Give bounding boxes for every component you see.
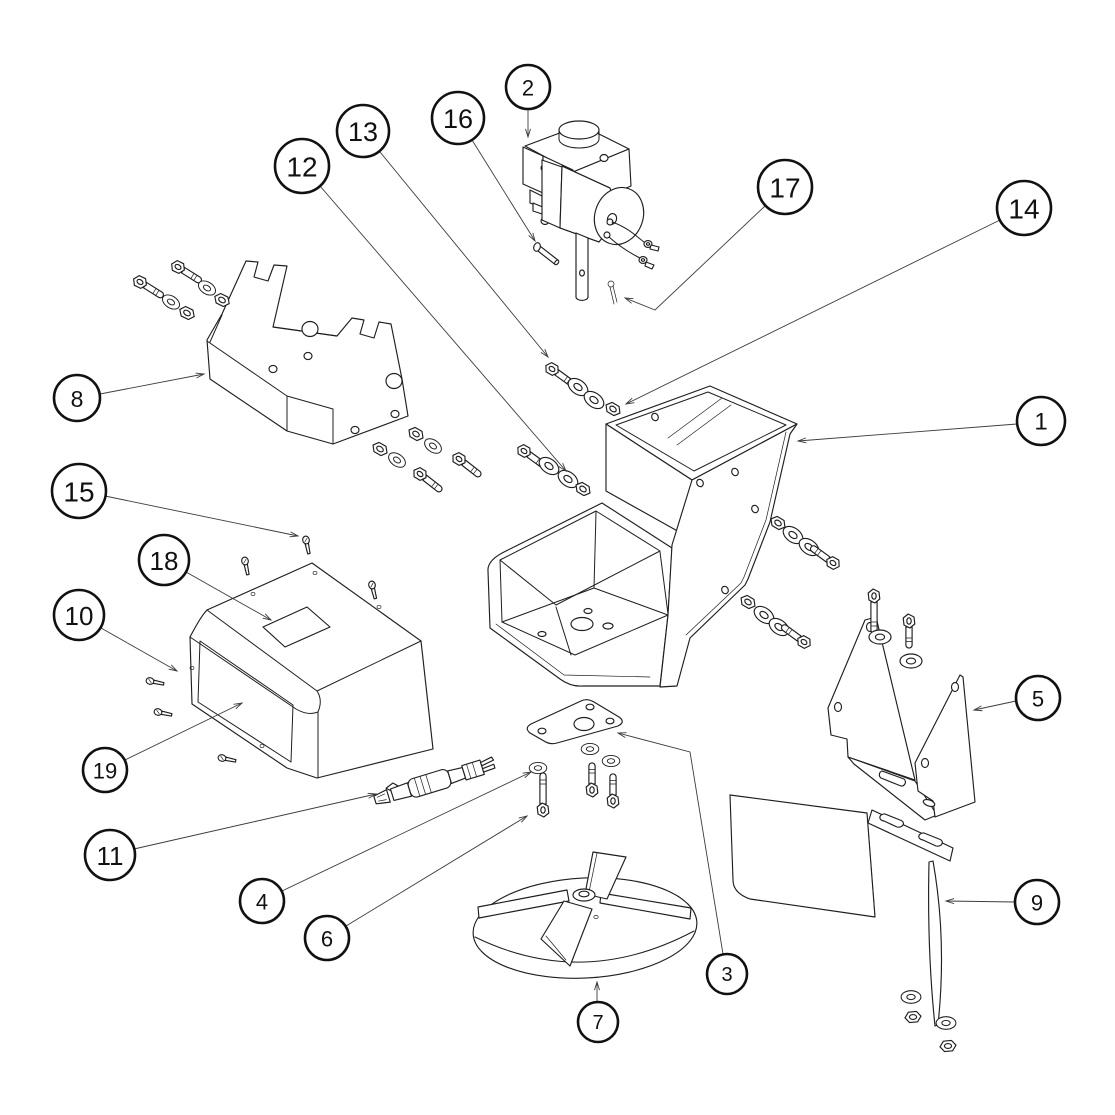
balloon-number-8: 8	[71, 386, 84, 412]
balloon-number-10: 10	[65, 601, 94, 631]
callout-15: 15	[50, 462, 298, 536]
leader-line-16	[471, 139, 535, 241]
hex-bolt-6	[536, 772, 550, 818]
leader-line-18	[185, 571, 271, 620]
balloon-number-11: 11	[97, 841, 124, 871]
callout-16: 16	[430, 90, 535, 241]
leader-line-1	[798, 423, 1018, 441]
callout-19: 19	[81, 703, 242, 794]
bracket-hardware-upper-left	[130, 257, 233, 323]
balloon-circle-13	[335, 103, 391, 159]
leader-line-5	[974, 700, 1017, 710]
balloon-circle-3	[705, 952, 749, 996]
balloon-number-3: 3	[721, 964, 732, 986]
leader-line-8	[99, 374, 204, 395]
balloon-circle-11	[83, 828, 137, 882]
plate-hardware	[528, 742, 621, 818]
leader-line-9	[946, 901, 1016, 902]
deflector-hardware	[900, 990, 957, 1053]
balloon-circle-12	[273, 137, 331, 195]
leader-line-10	[100, 627, 177, 671]
motor-assembly	[522, 120, 660, 301]
balloon-number-7: 7	[592, 1012, 603, 1034]
leader-line-6	[345, 816, 527, 927]
balloon-circle-14	[995, 179, 1053, 237]
callout-4: 4	[238, 772, 531, 925]
leader-line-12	[319, 185, 566, 471]
flat-washer-4	[528, 761, 548, 775]
balloon-number-2: 2	[522, 76, 534, 101]
leader-line-13	[379, 151, 548, 357]
balloon-circle-8	[52, 373, 102, 423]
balloon-number-6: 6	[321, 927, 333, 952]
leader-line-4	[281, 772, 531, 892]
chute-weldment	[487, 385, 798, 688]
callout-17: 17	[625, 158, 814, 311]
wire-harness	[373, 756, 496, 805]
balloon-circle-16	[430, 90, 486, 146]
callout-11: 11	[83, 794, 376, 882]
deflector-shield	[729, 794, 954, 1027]
bracket-hardware-lower-right	[369, 424, 485, 496]
balloon-circle-17	[756, 158, 814, 216]
balloon-number-4: 4	[256, 890, 268, 915]
balloon-circle-15	[50, 462, 108, 520]
leader-line-14	[626, 219, 1001, 404]
balloon-number-16: 16	[443, 104, 473, 134]
balloon-circle-7	[576, 1000, 620, 1044]
leader-line-11	[133, 794, 376, 850]
callout-1: 1	[798, 395, 1067, 447]
support-bracket	[827, 616, 976, 821]
cover-assembly	[189, 562, 434, 779]
callout-8: 8	[52, 373, 204, 423]
spinner-disc	[472, 851, 698, 979]
balloon-number-13: 13	[348, 117, 378, 147]
balloon-circle-1	[1015, 395, 1067, 447]
balloon-circle-4	[238, 877, 286, 925]
balloon-number-12: 12	[286, 152, 317, 183]
callout-12: 12	[273, 137, 566, 471]
callout-2: 2	[504, 63, 552, 137]
callout-3: 3	[618, 733, 749, 996]
balloon-circle-18	[137, 533, 191, 587]
leader-line-15	[104, 495, 298, 536]
callout-7: 7	[576, 982, 620, 1044]
balloon-circle-9	[1013, 878, 1061, 926]
balloon-number-5: 5	[1032, 687, 1044, 712]
drive-pin	[533, 242, 560, 266]
callout-10: 10	[52, 588, 177, 671]
balloon-number-15: 15	[63, 477, 94, 508]
callout-14: 14	[626, 179, 1053, 404]
balloon-circle-5	[1014, 674, 1062, 722]
callout-9: 9	[946, 878, 1061, 926]
callout-13: 13	[335, 103, 548, 357]
callout-5: 5	[974, 674, 1062, 722]
balloon-circle-19	[81, 746, 129, 794]
callout-6: 6	[303, 816, 527, 962]
callout-18: 18	[137, 533, 271, 620]
cover-label	[262, 606, 331, 648]
balloon-number-1: 1	[1034, 409, 1047, 436]
balloon-number-14: 14	[1008, 194, 1039, 225]
balloon-circle-2	[504, 63, 552, 111]
leader-line-19	[124, 703, 242, 761]
spinner-mount-plate	[526, 699, 623, 745]
balloon-circle-6	[303, 914, 351, 962]
leader-line-3	[618, 733, 724, 955]
balloon-number-18: 18	[150, 546, 179, 576]
cotter-pin	[607, 280, 618, 305]
mount-bracket-upper	[206, 260, 409, 445]
balloon-number-17: 17	[769, 173, 800, 204]
balloon-number-19: 19	[93, 759, 117, 784]
balloon-number-9: 9	[1031, 891, 1043, 916]
balloon-circle-10	[52, 588, 106, 642]
leader-line-17	[625, 205, 766, 311]
